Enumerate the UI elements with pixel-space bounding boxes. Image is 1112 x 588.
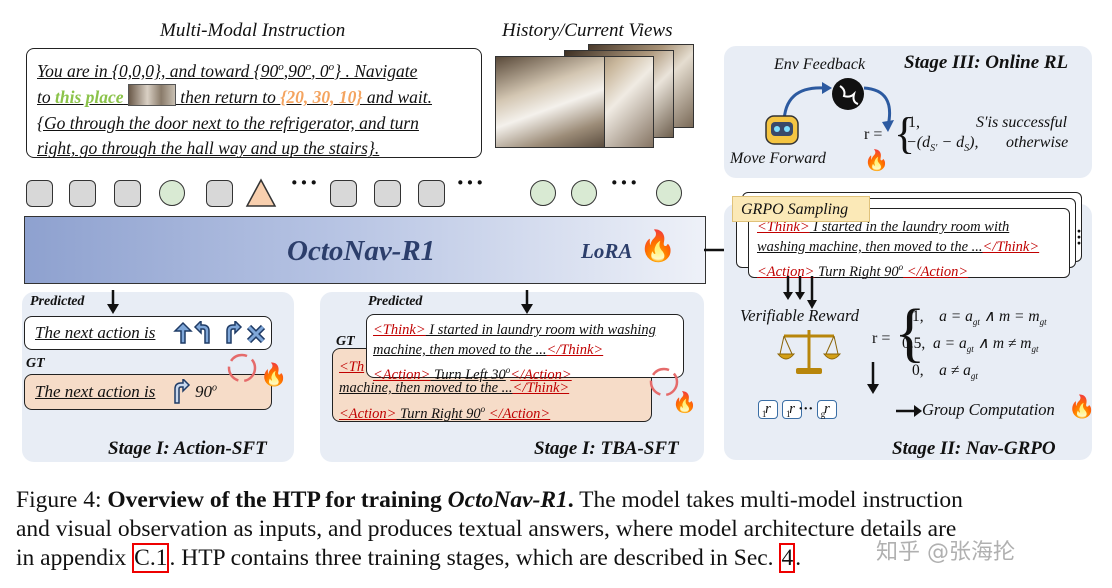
multimodal-instruction-label: Multi-Modal Instruction xyxy=(160,20,346,41)
place-thumbnail xyxy=(127,84,176,107)
grpo-sampling-label: GRPO Sampling xyxy=(732,196,870,222)
robot-icon xyxy=(765,115,799,145)
stage2-title: Stage II: Nav-GRPO xyxy=(892,438,1056,459)
predicted-label: Predicted xyxy=(368,294,423,309)
verifiable-reward-label: Verifiable Reward xyxy=(740,306,859,325)
stage3-case1-cond: S′is successful xyxy=(976,114,1068,131)
refresh-cycle-icon xyxy=(227,353,257,383)
reward-down-arrow xyxy=(867,362,879,394)
stage1-tba-title: Stage I: TBA-SFT xyxy=(534,438,679,459)
instruction-line3: {Go through the door next to the refrige… xyxy=(37,112,419,133)
stage1-action-panel: Predicted The next action is GT The next… xyxy=(22,290,294,462)
model-name: OctoNav-R1 xyxy=(287,235,436,267)
stage1-tba-panel: Predicted GT <Th machine, then moved to … xyxy=(320,290,704,462)
instruction-line1: You are in {0,0,0}, and toward {90 xyxy=(37,60,279,81)
gt-label: GT xyxy=(336,334,355,349)
fire-icon: 🔥 xyxy=(260,362,288,387)
turn-right-icon xyxy=(174,379,191,404)
fire-icon: 🔥 xyxy=(1068,394,1096,419)
arrow-right-icon xyxy=(896,405,922,417)
stage3-case1-value: 1, xyxy=(908,114,920,131)
gt-label: GT xyxy=(26,356,45,371)
more-samples-dots: ··· xyxy=(1076,221,1083,253)
stage3-title: Stage III: Online RL xyxy=(904,52,1069,73)
stage3-case2-cond: otherwise xyxy=(1006,134,1069,151)
stage3-reward-eq: r = xyxy=(864,126,883,143)
stage2-reward-cases: 1, a = agt ∧ m = mgt 0.5, a = agt ∧ m ≠ … xyxy=(902,308,1047,382)
fire-icon: 🔥 xyxy=(672,392,697,414)
watermark: 知乎 @张海抡 xyxy=(876,540,1015,565)
reward-group-row: r1 r1 ··· rg xyxy=(758,400,837,419)
predicted-label: Predicted xyxy=(30,294,85,309)
env-feedback-label: Env Feedback xyxy=(774,56,866,73)
group-computation-label: Group Computation xyxy=(922,400,1055,419)
this-place-highlight: this place xyxy=(55,87,124,108)
predicted-tba-box: <Think> I started in laundry room with w… xyxy=(366,314,684,383)
stage2-reward-eq: r = xyxy=(872,330,891,347)
instruction-box: You are in {0,0,0}, and toward {90o,90o,… xyxy=(26,48,482,158)
figure-caption: Figure 4: Overview of the HTP for traini… xyxy=(16,487,963,573)
section-ref-link[interactable]: 4 xyxy=(779,543,796,573)
gt-action-box: The next action is 90o xyxy=(24,374,272,410)
current-view-image xyxy=(495,56,605,148)
appendix-ref-link[interactable]: C.1 xyxy=(132,543,170,573)
stage3-panel: Stage III: Online RL Env Feedback Move F… xyxy=(724,46,1092,178)
lora-label: LoRA xyxy=(581,239,633,263)
predicted-action-box: The next action is xyxy=(24,316,272,350)
target-coords: {20, 30, 10} xyxy=(280,87,363,108)
refresh-cycle-icon xyxy=(649,367,679,397)
move-forward-label: Move Forward xyxy=(730,150,826,167)
history-views-label: History/Current Views xyxy=(502,20,673,41)
sampling-down-arrows xyxy=(783,276,817,309)
triangle-token-icon xyxy=(245,178,277,207)
stage3-case2-value: −(dS′ − dS), xyxy=(906,134,979,155)
fire-icon: 🔥 xyxy=(864,150,889,172)
scale-icon xyxy=(776,330,842,374)
model-bar: OctoNav-R1 LoRA 🔥 xyxy=(24,216,706,284)
stage1-action-title: Stage I: Action-SFT xyxy=(108,438,267,459)
action-icons xyxy=(173,321,266,344)
fire-icon: 🔥 xyxy=(639,230,677,263)
instruction-line4: right, go through the hall way and up th… xyxy=(37,138,380,159)
